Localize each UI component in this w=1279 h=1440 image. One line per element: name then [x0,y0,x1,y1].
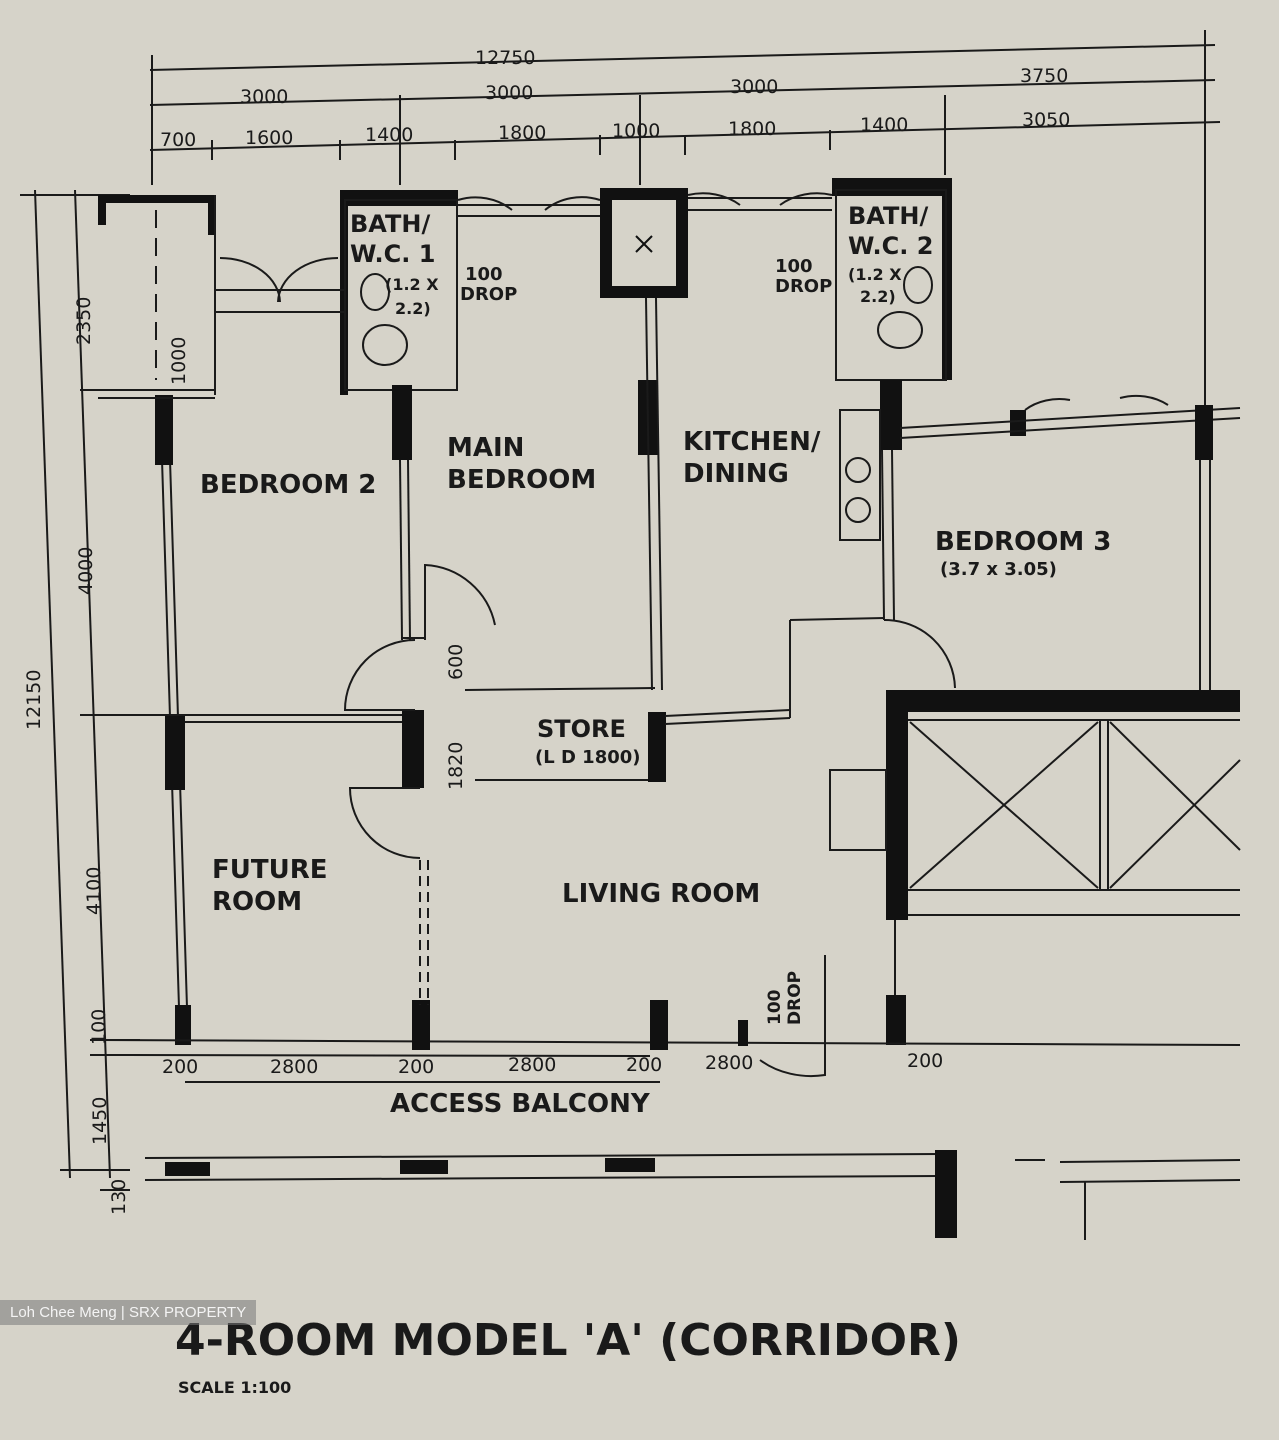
label-bath-2-a: BATH/ [848,202,928,230]
label-drop-2-a: 100 [775,256,813,277]
dim-bottom-6: 2800 [705,1052,753,1074]
door-swings [219,192,1169,1078]
label-drop-3-a: 100 [765,989,785,1025]
dim-row3-3: 1400 [365,124,413,146]
dim-left-1: 2350 [73,297,95,345]
label-drop-2-b: DROP [775,276,832,297]
dim-row2-4: 3750 [1020,65,1068,87]
dim-row3-8: 3050 [1022,109,1070,131]
dim-left-3: 4000 [75,547,97,595]
dim-left-4: 4100 [83,867,105,915]
dim-row3-2: 1600 [245,127,293,149]
dim-left-7: 130 [108,1179,130,1215]
label-bedroom-2: BEDROOM 2 [200,470,376,500]
dim-row2-3: 3000 [730,76,778,98]
label-kitchen-1: KITCHEN/ [683,427,821,457]
label-bath-2-size-a: (1.2 X [848,265,902,284]
dim-bottom-3: 200 [398,1056,434,1078]
dim-row3-4: 1800 [498,122,546,144]
scale-label: SCALE 1:100 [178,1378,291,1397]
dim-row3-5: 1000 [612,120,660,142]
label-living-room: LIVING ROOM [562,879,760,909]
label-future-room-2: ROOM [212,887,302,917]
dim-left-overall: 12150 [23,670,45,730]
dim-inner-600: 600 [445,644,467,680]
watermark-caption: Loh Chee Meng | SRX PROPERTY [0,1300,257,1325]
dim-bottom-2: 2800 [270,1056,318,1078]
label-store: STORE [537,715,626,743]
dim-left-6: 1450 [89,1097,111,1145]
label-future-room-1: FUTURE [212,855,328,885]
dim-row3-6: 1800 [728,118,776,140]
label-bath-2-b: W.C. 2 [848,232,933,260]
walls [98,178,1241,1240]
dim-left-2: 1000 [168,337,190,385]
label-bath-1-size-b: 2.2) [395,299,431,318]
dim-row2-1: 3000 [240,86,288,108]
label-bedroom-3-size: (3.7 x 3.05) [940,559,1057,580]
dim-row3-7: 1400 [860,114,908,136]
dim-left-5: 100 [88,1009,110,1045]
dim-row3-1: 700 [160,129,196,151]
label-drop-1-b: DROP [460,284,517,305]
dim-bottom-5: 200 [626,1054,662,1076]
label-access-balcony: ACCESS BALCONY [390,1089,651,1119]
label-bath-1-b: W.C. 1 [350,240,435,268]
dim-bottom-7: 200 [907,1050,943,1072]
label-drop-3-b: DROP [785,971,805,1025]
label-drop-1-a: 100 [465,264,503,285]
label-bedroom-3: BEDROOM 3 [935,527,1111,557]
dim-inner-1820: 1820 [445,742,467,790]
page-title: 4-ROOM MODEL 'A' (CORRIDOR) [175,1315,961,1366]
label-bath-1-a: BATH/ [350,210,430,238]
dim-overall: 12750 [475,47,535,69]
label-bath-2-size-b: 2.2) [860,287,896,306]
label-main-bedroom-2: BEDROOM [447,465,596,495]
label-store-size: (L D 1800) [535,747,641,768]
label-kitchen-2: DINING [683,459,789,489]
dim-bottom-1: 200 [162,1056,198,1078]
dim-bottom-4: 2800 [508,1054,556,1076]
label-bath-1-size-a: (1.2 X [385,275,439,294]
top-dimension-lines [149,30,1221,410]
dim-row2-2: 3000 [485,82,533,104]
label-main-bedroom-1: MAIN [447,433,524,463]
